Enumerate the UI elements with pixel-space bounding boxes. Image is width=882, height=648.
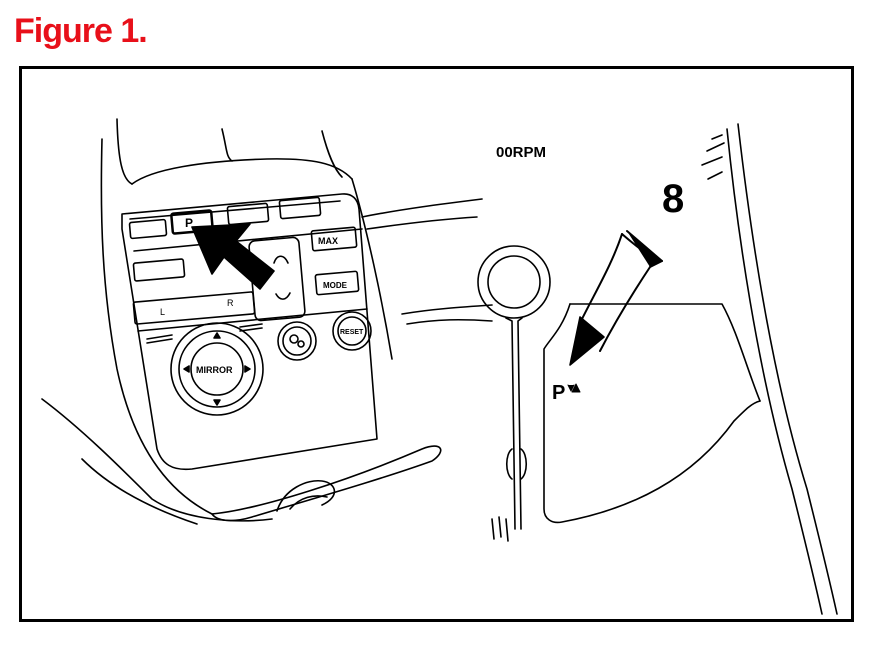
instrument-gauge: 00RPM 8 P: [496, 123, 838, 615]
warning-icon: [567, 383, 581, 393]
release-tool: [477, 245, 551, 542]
gauge-numeral: 8: [662, 177, 684, 221]
right-label: R: [227, 298, 234, 308]
arrow-to-p-button-icon: [191, 223, 275, 290]
mirror-label: MIRROR: [196, 365, 233, 375]
console-diagram: P L R MAX MODE MIRROR RESET: [41, 118, 838, 615]
p-button-label: P: [185, 216, 193, 230]
max-label: MAX: [318, 236, 338, 246]
figure-title: Figure 1.: [14, 12, 148, 50]
parking-indicator-label: P: [552, 382, 565, 404]
illustration-frame: P L R MAX MODE MIRROR RESET: [19, 66, 854, 622]
reset-label: RESET: [340, 329, 364, 336]
arrow-to-indicator-icon: [569, 316, 605, 366]
rpm-label: 00RPM: [496, 144, 546, 161]
center-console: P L R MAX MODE MIRROR RESET: [41, 118, 493, 525]
left-label: L: [160, 307, 165, 317]
mode-label: MODE: [323, 281, 348, 290]
